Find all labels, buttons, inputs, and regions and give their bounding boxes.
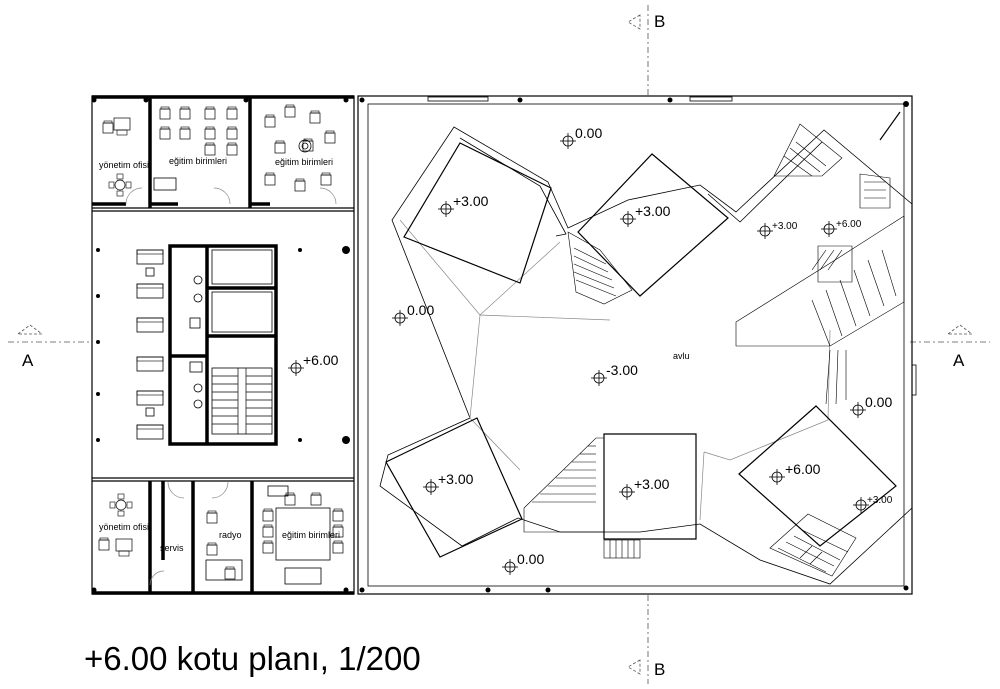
level-label-stair-top-right-b: +6.00 xyxy=(836,219,862,230)
level-label-block-bottom-left: +3.00 xyxy=(438,471,474,487)
stairs xyxy=(523,123,905,577)
level-label-left: 0.00 xyxy=(407,302,434,318)
core xyxy=(168,244,278,446)
room-label-courtyard: avlu xyxy=(673,351,690,361)
section-line-a xyxy=(8,324,990,343)
section-label-a-left: A xyxy=(22,351,34,370)
level-label-stair-bottom-right: +3.00 xyxy=(867,495,893,506)
section-line-b xyxy=(627,5,649,684)
section-label-b-bottom: B xyxy=(654,660,665,679)
level-label-block-bottom-center: +3.00 xyxy=(634,476,670,492)
lounge-seating xyxy=(136,249,164,440)
level-label-block-top-center: +3.00 xyxy=(635,203,671,219)
level-label-right: 0.00 xyxy=(865,394,892,410)
level-label-top-center: 0.00 xyxy=(575,125,602,141)
room-label-management-office-bottom: yönetim ofisi xyxy=(99,522,149,532)
section-label-a-right: A xyxy=(953,351,965,370)
level-label-courtyard: -3.00 xyxy=(606,362,638,378)
room-label-education-top-mid: eğitim birimleri xyxy=(169,156,227,166)
room-label-education-bottom-right: eğitim birimleri xyxy=(282,530,340,540)
level-label-core: +6.00 xyxy=(303,352,339,368)
room-label-radio: radyo xyxy=(219,530,242,540)
level-label-block-bottom-right: +6.00 xyxy=(785,461,821,477)
level-label-block-top-left: +3.00 xyxy=(453,193,489,209)
room-label-management-office-top: yönetim ofisi xyxy=(99,160,149,170)
room-label-education-top-right: eğitim birimleri xyxy=(275,157,333,167)
courtyard-block xyxy=(357,95,917,595)
level-markers xyxy=(287,132,870,576)
level-label-stair-top-right-a: +3.00 xyxy=(772,221,798,232)
drawing-title: +6.00 kotu planı, 1/200 xyxy=(84,640,421,677)
level-label-bottom: 0.00 xyxy=(517,551,544,567)
left-block xyxy=(91,95,355,595)
room-label-service: servis xyxy=(160,543,184,553)
section-label-b-top: B xyxy=(654,12,665,31)
